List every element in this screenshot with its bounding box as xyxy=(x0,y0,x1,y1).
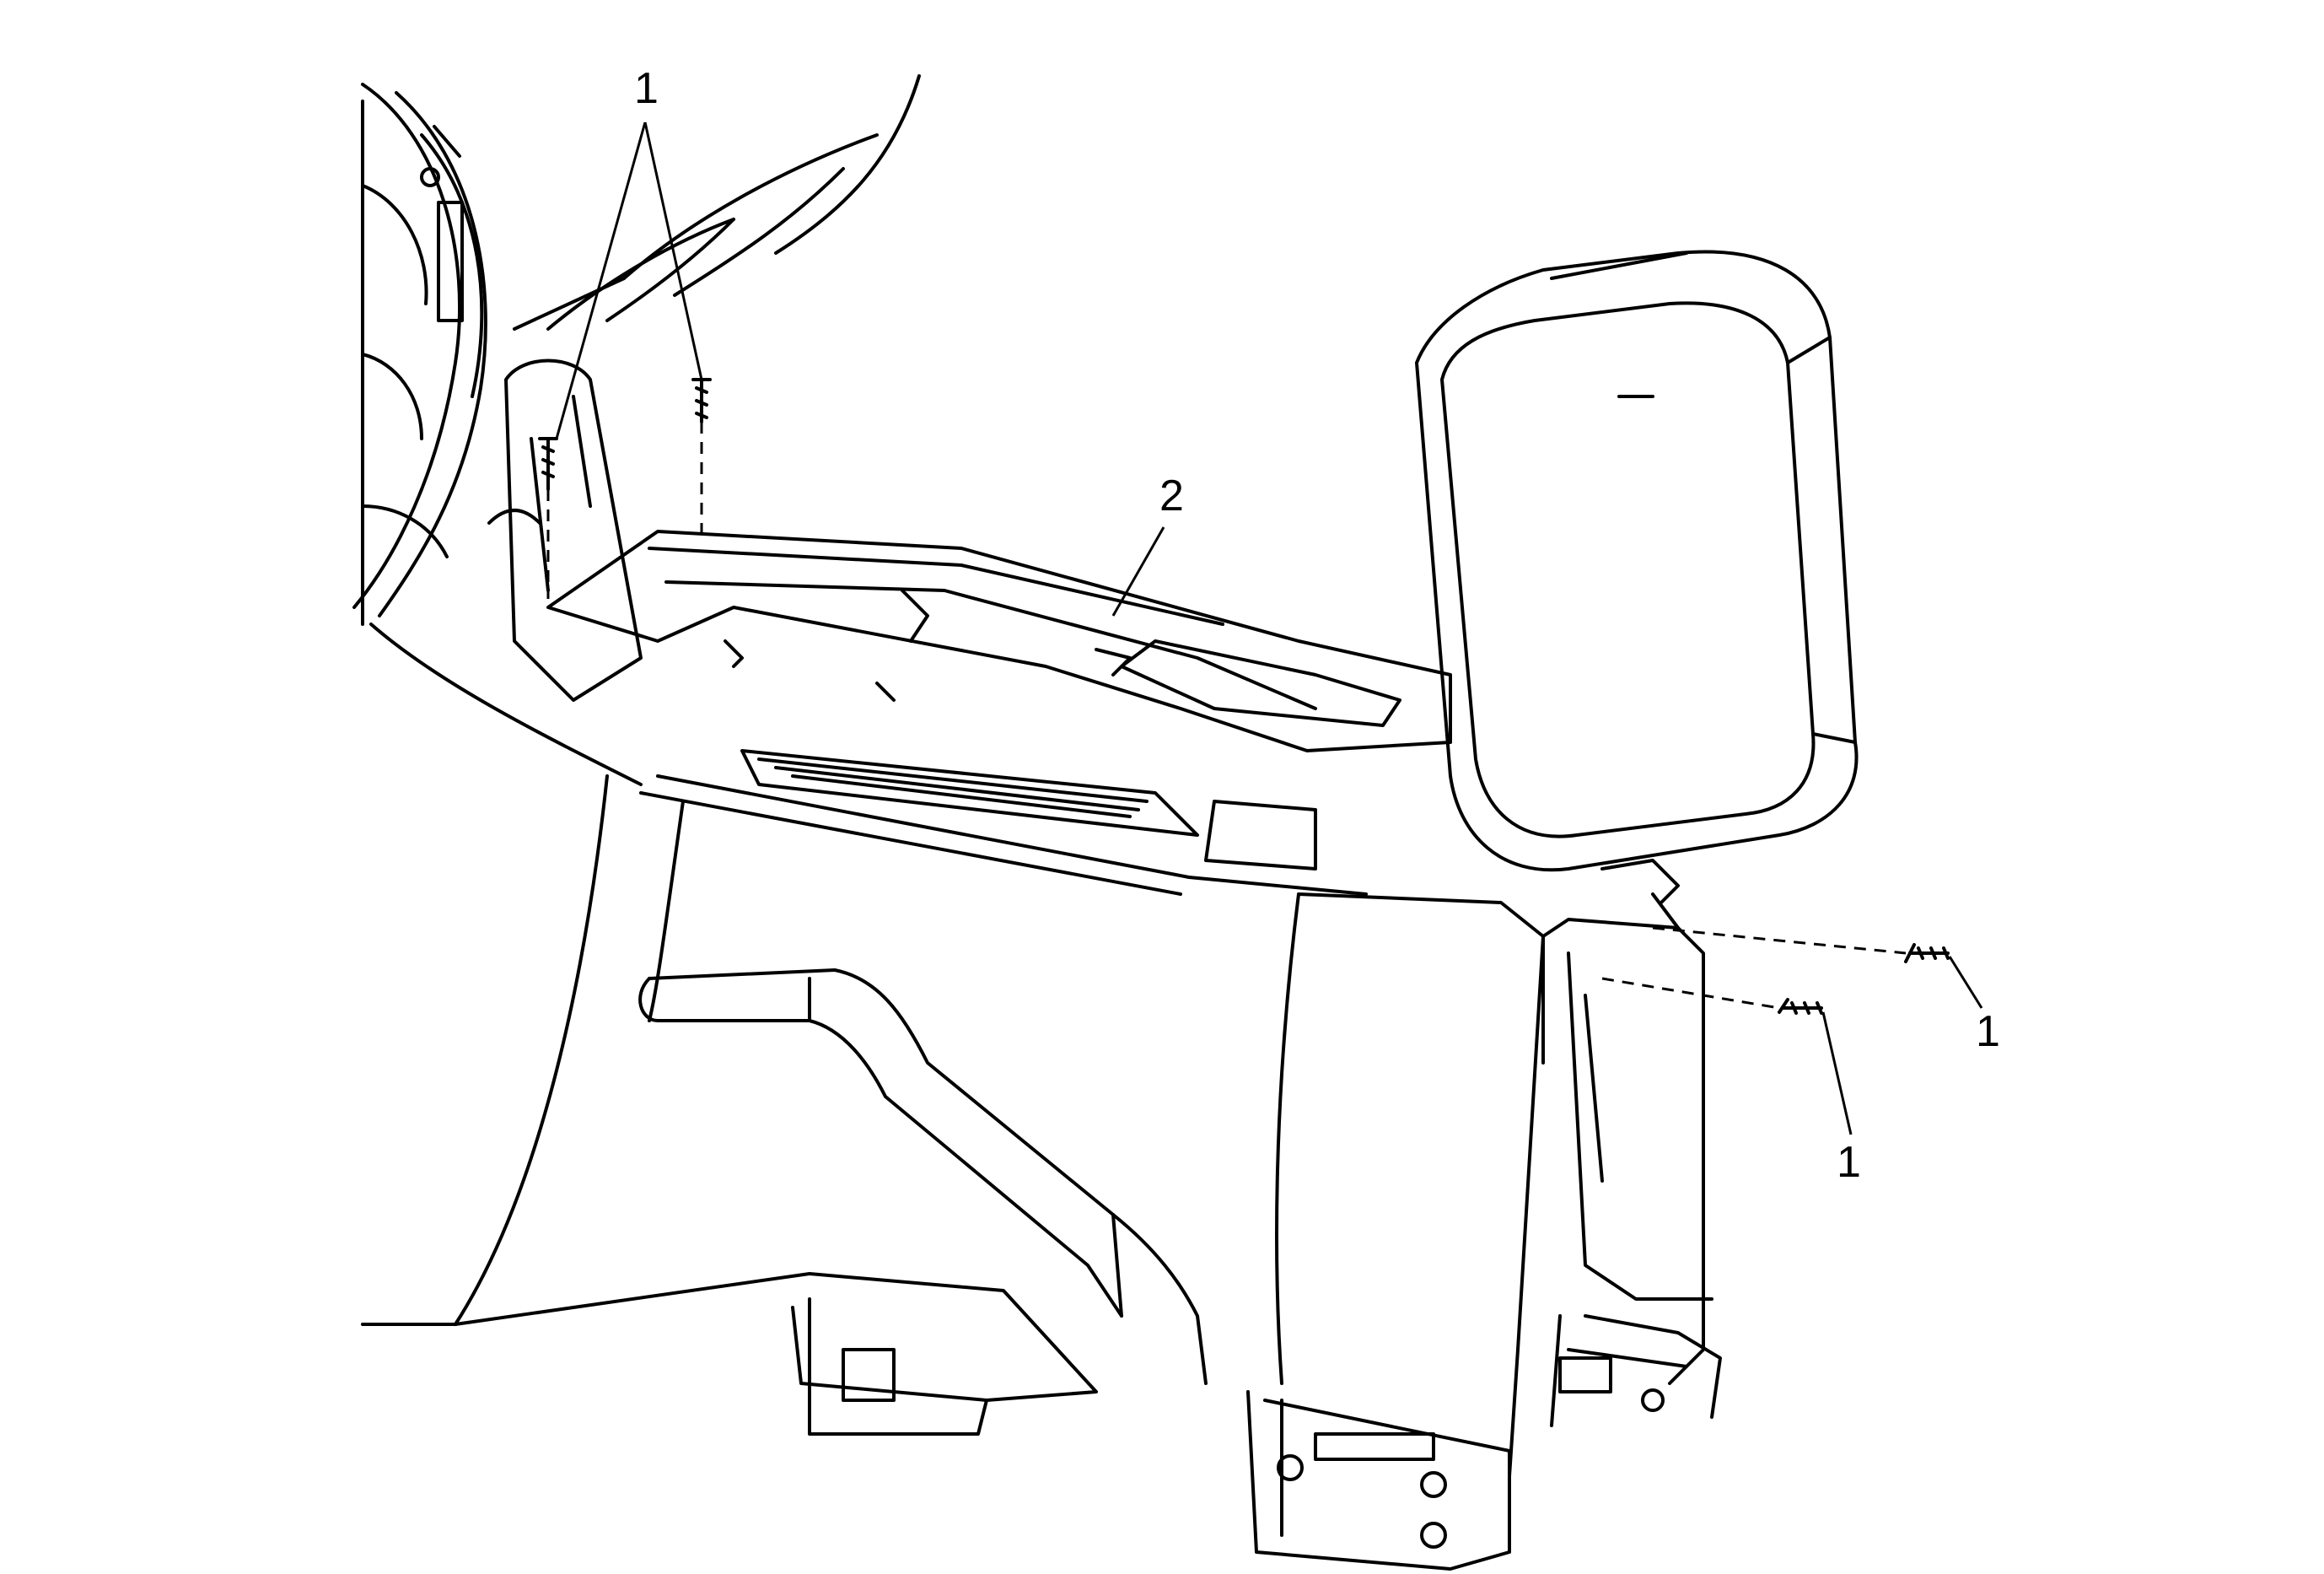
armrest-lid xyxy=(1415,250,1859,872)
console-cavity xyxy=(639,749,1368,896)
fastener-top-right xyxy=(691,378,712,423)
fastener-right-upper xyxy=(1904,943,1950,963)
callout-label-fastener-right-upper: 1 xyxy=(1976,1007,2000,1056)
leader-line-2 xyxy=(1111,526,1165,617)
leader-line-1-top-b xyxy=(643,121,703,380)
leader-line-1-right-upper xyxy=(1948,956,1983,1009)
parking-brake-handle xyxy=(638,968,1208,1385)
alignment-line-right-lower xyxy=(1601,977,1780,1010)
leader-line-1-right-lower xyxy=(1821,1011,1853,1135)
lower-console-body xyxy=(361,774,1098,1436)
callout-label-fastener-right-lower: 1 xyxy=(1837,1138,1861,1187)
rear-console-body xyxy=(1246,859,1722,1571)
shifter-boot xyxy=(487,358,643,702)
fastener-right-lower xyxy=(1778,998,1823,1015)
fastener-top-left xyxy=(538,437,558,491)
callout-label-console-trim: 2 xyxy=(1159,472,1184,520)
console-trim-plate xyxy=(546,530,1452,752)
alignment-line-right-upper xyxy=(1652,926,1907,955)
leader-line-1-top-a xyxy=(555,121,647,439)
callout-label-fastener-top: 1 xyxy=(634,64,659,113)
steering-wheel xyxy=(352,83,643,786)
dashboard-trim xyxy=(513,74,921,331)
